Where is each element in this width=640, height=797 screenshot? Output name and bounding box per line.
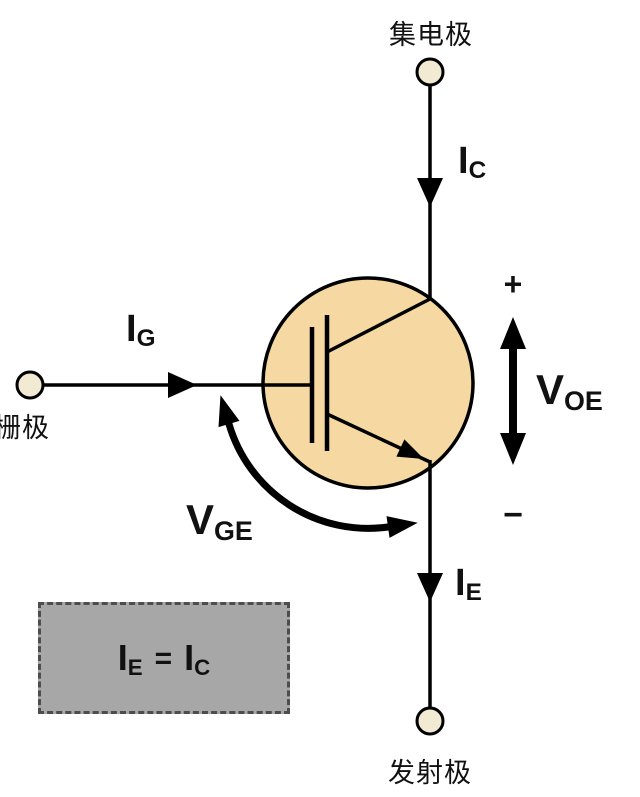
ie-symbol: I [455, 562, 466, 604]
formula-rhs-symbol: I [184, 637, 195, 678]
voe-arrow-up-icon [500, 317, 526, 349]
minus-sign: − [503, 496, 523, 534]
collector-current-arrow-icon [417, 178, 443, 207]
vge-curved-arrow [225, 420, 392, 532]
gate-terminal-label: 栅极 [0, 413, 50, 443]
formula-rhs-subscript: C [194, 654, 211, 680]
ic-symbol: I [458, 140, 469, 182]
formula-lhs-subscript: E [127, 654, 143, 680]
ig-symbol: I [126, 308, 137, 350]
collector-diagonal [326, 297, 431, 354]
ic-subscript: C [468, 157, 487, 185]
formula-lhs-symbol: I [117, 637, 128, 678]
ie-subscript: E [465, 579, 482, 607]
transistor-body-circle [261, 276, 475, 490]
voe-label: VOE [536, 366, 603, 416]
voe-subscript: OE [564, 385, 603, 416]
vge-arrow-end-icon [386, 516, 418, 538]
collector-terminal [415, 57, 445, 87]
emitter-terminal-label: 发射极 [388, 758, 472, 788]
voe-arrow-down-icon [500, 433, 526, 465]
vge-subscript: GE [214, 515, 253, 546]
ig-label: IG [126, 308, 156, 353]
plus-sign: + [503, 266, 523, 302]
vge-arrow-start-icon [218, 395, 240, 428]
ig-subscript: G [136, 325, 156, 353]
ic-label: IC [458, 140, 487, 185]
emitter-current-arrow-icon [417, 573, 443, 602]
emitter-terminal [415, 706, 445, 736]
vge-label: VGE [186, 496, 253, 546]
gate-terminal [15, 370, 45, 400]
collector-terminal-label: 集电极 [389, 20, 473, 50]
ie-label: IE [455, 562, 482, 607]
emitter-diagonal-arrow-icon [396, 439, 424, 459]
vge-symbol: V [186, 496, 215, 543]
gate-current-arrow-icon [168, 372, 197, 398]
voe-symbol: V [536, 366, 565, 413]
formula-equals-sign: = [154, 642, 173, 675]
